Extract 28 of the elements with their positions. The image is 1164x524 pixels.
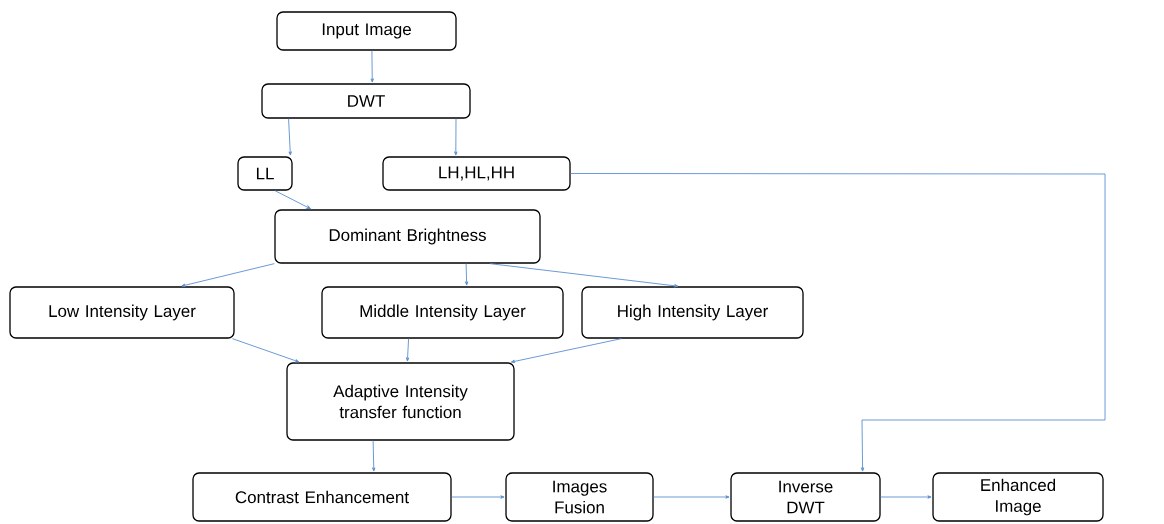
arrow: [405, 338, 410, 362]
process-box: Images Fusion: [505, 472, 654, 522]
process-box: Adaptive Intensity transfer function: [286, 362, 515, 441]
process-box: Contrast Enhancement: [192, 472, 452, 522]
process-box: High Intensity Layer: [581, 286, 804, 339]
arrow: [454, 118, 458, 156]
arrow: [181, 263, 275, 287]
process-box: LL: [237, 156, 293, 191]
process-box: LH,HL,HH: [382, 156, 571, 191]
arrow: [370, 50, 374, 83]
process-box: Dominant Brightness: [274, 209, 541, 264]
arrow: [489, 263, 679, 288]
arrow: [372, 440, 376, 472]
process-box: Middle Intensity Layer: [321, 286, 564, 339]
process-box: Low Intensity Layer: [9, 286, 235, 339]
process-box: Enhanced Image: [932, 472, 1104, 522]
arrow: [880, 495, 932, 499]
arrow: [288, 118, 292, 156]
process-box: Inverse DWT: [730, 472, 881, 522]
arrow: [464, 263, 469, 286]
arrow: [451, 495, 505, 499]
process-box: Input Image: [276, 11, 457, 51]
arrow: [274, 190, 311, 210]
arrow: [510, 338, 622, 364]
arrow: [570, 173, 1106, 472]
arrow: [231, 338, 300, 363]
process-box: DWT: [261, 83, 471, 119]
arrow: [653, 495, 730, 499]
